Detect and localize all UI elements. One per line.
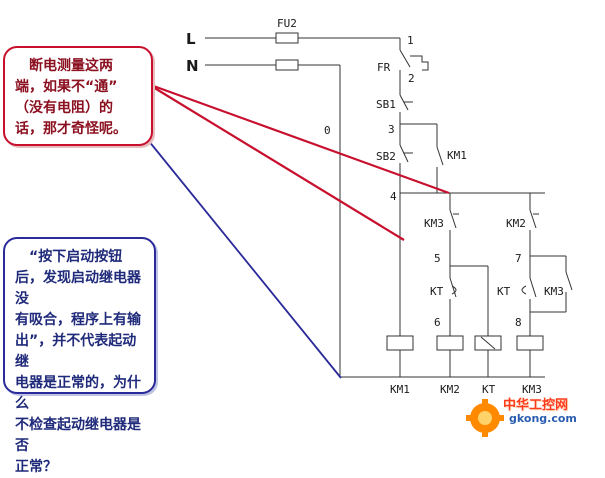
kt-nc-contact <box>449 277 457 298</box>
label-kt-2: KT <box>497 285 511 298</box>
fr-actuator <box>410 55 429 71</box>
coil-kt-mark <box>480 336 496 350</box>
gkong-logo: 中华工控网 gkong.com <box>467 393 603 446</box>
red-annotation-callout: 断电测量这两 端，如果不“通” （没有电阻）的 话，那才奇怪呢。 <box>3 46 153 146</box>
label-node-5: 5 <box>434 252 441 265</box>
blue-pointer <box>147 139 342 379</box>
label-kt-1: KT <box>430 285 444 298</box>
coil-km3 <box>516 335 544 351</box>
label-km3-contact-2: KM3 <box>544 285 564 298</box>
label-fu2: FU2 <box>277 17 297 30</box>
label-coil-km1: KM1 <box>390 383 410 396</box>
callout-line: 有吸合，程序上有输 <box>15 312 141 328</box>
blue-annotation-callout: “按下启动按钮 后，发现启动继电器没 有吸合，程序上有输 出”，并不代表起动继 … <box>3 237 156 475</box>
label-coil-kt: KT <box>482 383 496 396</box>
label-coil-km2: KM2 <box>440 383 460 396</box>
callout-line: 电器是正常的，为什么 <box>15 375 141 412</box>
callout-line: 后，发现启动继电器没 <box>15 270 141 307</box>
kt-timer-arc-2 <box>521 285 527 295</box>
km2-nc-contact <box>529 209 537 229</box>
callout-line: 不检查起动继电器是否 <box>15 417 141 454</box>
label-node-2: 2 <box>408 72 415 85</box>
label-node-4: 4 <box>390 190 397 203</box>
callout-line: 正常？ <box>15 459 57 475</box>
fr-contact <box>399 49 411 68</box>
label-fr: FR <box>377 61 391 74</box>
callout-line: 话，那才奇怪呢。 <box>15 121 127 137</box>
label-line-l: L <box>186 30 196 48</box>
label-km2-contact: KM2 <box>506 217 526 230</box>
fuse-fu2-top <box>275 32 299 44</box>
label-km3-contact: KM3 <box>424 217 444 230</box>
callout-line: 端，如果不“通” <box>15 79 118 95</box>
kt-no-contact <box>529 277 537 298</box>
coil-km2 <box>436 335 464 351</box>
label-node-0: 0 <box>324 124 331 137</box>
label-sb1: SB1 <box>376 98 396 111</box>
label-line-n: N <box>186 57 199 75</box>
label-node-6: 6 <box>434 316 441 329</box>
label-node-7: 7 <box>515 252 522 265</box>
red-pointer-top <box>147 82 450 195</box>
red-pointer-bottom <box>147 83 405 241</box>
label-node-1: 1 <box>407 34 414 47</box>
fuse-n <box>275 59 299 71</box>
coil-km1 <box>386 335 414 351</box>
label-node-3: 3 <box>388 123 395 136</box>
callout-line: 出”，并不代表起动继 <box>15 333 137 370</box>
callout-line: 断电测量这两 <box>15 58 113 74</box>
schematic-canvas: L N FU2 0 1 FR 2 SB1 3 KM1 SB2 4 KM3 5 K… <box>147 17 573 437</box>
control-circuit-diagram: L N FU2 0 1 FR 2 SB1 3 KM1 SB2 4 KM3 5 K… <box>147 17 573 437</box>
kt-timer-arc-1 <box>451 285 457 295</box>
km3-nc-contact <box>449 209 457 229</box>
callout-line: （没有电阻）的 <box>15 100 113 116</box>
label-node-8: 8 <box>515 316 522 329</box>
label-coil-km3: KM3 <box>522 383 542 396</box>
callout-line: “按下启动按钮 <box>15 249 123 265</box>
gkong-gear-icon <box>466 399 504 437</box>
logo-domain: gkong.com <box>509 412 577 425</box>
logo-chinese-name: 中华工控网 <box>503 398 569 413</box>
label-km1-contact: KM1 <box>447 149 467 162</box>
km1-hold-contact <box>436 146 444 166</box>
label-sb2: SB2 <box>376 150 396 163</box>
km3-hold-contact <box>565 271 573 291</box>
